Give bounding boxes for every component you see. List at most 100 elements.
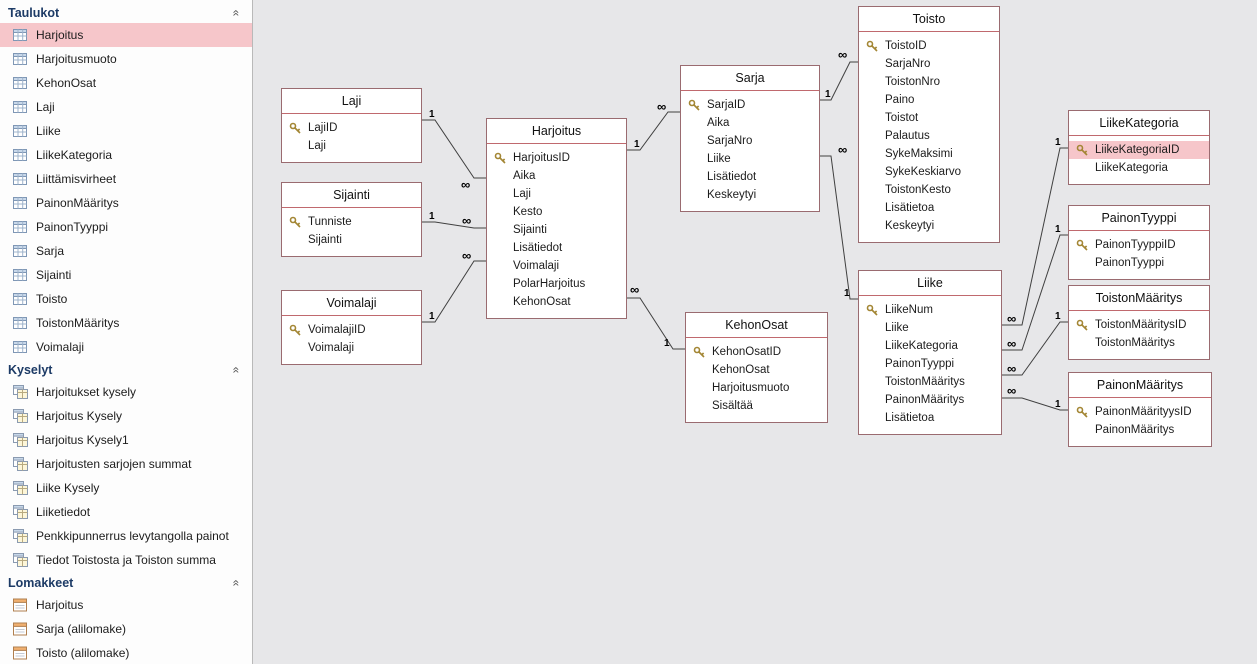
nav-item-toistonmaaritys[interactable]: ToistonMääritys [0, 311, 252, 335]
nav-item-harjoitusmuoto[interactable]: Harjoitusmuoto [0, 47, 252, 71]
nav-item-harjoitus-kysely[interactable]: Harjoitus Kysely [0, 404, 252, 428]
field-liikekategoria-liikekategoriaid[interactable]: LiikeKategoriaID [1069, 141, 1209, 159]
field-toistonmaaritys-toistonmaaritysid[interactable]: ToistonMääritysID [1069, 316, 1209, 334]
entity-title[interactable]: Harjoitus [487, 119, 626, 144]
field-toisto-toistonnro[interactable]: ToistonNro [859, 73, 999, 91]
relationship-line-sarja-toisto[interactable] [820, 61, 858, 101]
field-painonmaaritys-painonmaarityysid[interactable]: PainonMäärityysID [1069, 403, 1211, 421]
field-sarja-sarjaid[interactable]: SarjaID [681, 96, 819, 114]
field-painonmaaritys-painonmaaritys[interactable]: PainonMääritys [1069, 421, 1211, 439]
entity-title[interactable]: Liike [859, 271, 1001, 296]
field-toisto-paino[interactable]: Paino [859, 91, 999, 109]
field-harjoitus-lisatiedot[interactable]: Lisätiedot [487, 239, 626, 257]
entity-title[interactable]: LiikeKategoria [1069, 111, 1209, 136]
relationship-line-liike-liikekategoria[interactable] [1002, 147, 1068, 326]
section-header-kyselyt[interactable]: Kyselyt« [0, 359, 252, 380]
nav-item-sarja-alilomake[interactable]: Sarja (alilomake) [0, 617, 252, 641]
nav-item-laji[interactable]: Laji [0, 95, 252, 119]
nav-item-harjoitus[interactable]: Harjoitus [0, 593, 252, 617]
field-sarja-keskeytyi[interactable]: Keskeytyi [681, 186, 819, 204]
field-kehonosat-sisaltaa[interactable]: Sisältää [686, 397, 827, 415]
field-sijainti-sijainti[interactable]: Sijainti [282, 231, 421, 249]
field-toistonmaaritys-toistonmaaritys[interactable]: ToistonMääritys [1069, 334, 1209, 352]
field-harjoitus-voimalaji[interactable]: Voimalaji [487, 257, 626, 275]
field-harjoitus-harjoitusid[interactable]: HarjoitusID [487, 149, 626, 167]
field-toisto-palautus[interactable]: Palautus [859, 127, 999, 145]
field-toisto-sykekeskiarvo[interactable]: SykeKeskiarvo [859, 163, 999, 181]
relationship-line-liike-painontyyppi[interactable] [1002, 234, 1068, 351]
field-liike-painontyyppi[interactable]: PainonTyyppi [859, 355, 1001, 373]
entity-title[interactable]: Toisto [859, 7, 999, 32]
field-sarja-lisatiedot[interactable]: Lisätiedot [681, 168, 819, 186]
field-toisto-sykemaksimi[interactable]: SykeMaksimi [859, 145, 999, 163]
field-laji-lajiid[interactable]: LajiID [282, 119, 421, 137]
field-laji-laji[interactable]: Laji [282, 137, 421, 155]
entity-title[interactable]: Voimalaji [282, 291, 421, 316]
collapse-section-icon[interactable]: « [229, 9, 244, 17]
nav-item-sarja[interactable]: Sarja [0, 239, 252, 263]
relationship-line-liike-toistonmaaritys[interactable] [1002, 321, 1068, 376]
field-toisto-keskeytyi[interactable]: Keskeytyi [859, 217, 999, 235]
field-harjoitus-kesto[interactable]: Kesto [487, 203, 626, 221]
relationship-line-voimalaji-harjoitus[interactable] [422, 260, 486, 323]
collapse-section-icon[interactable]: « [229, 366, 244, 374]
entity-title[interactable]: PainonTyyppi [1069, 206, 1209, 231]
relationship-line-harjoitus-sarja[interactable] [627, 111, 680, 151]
relationship-line-liike-painonmaaritys[interactable] [1002, 397, 1068, 411]
field-harjoitus-polarharjoitus[interactable]: PolarHarjoitus [487, 275, 626, 293]
field-harjoitus-kehonosat[interactable]: KehonOsat [487, 293, 626, 311]
nav-item-voimalaji[interactable]: Voimalaji [0, 335, 252, 359]
entity-title[interactable]: KehonOsat [686, 313, 827, 338]
relationship-line-liike-sarja[interactable] [820, 155, 858, 300]
nav-item-penkkipunnerrus-levytangolla-painot[interactable]: Penkkipunnerrus levytangolla painot [0, 524, 252, 548]
field-sijainti-tunniste[interactable]: Tunniste [282, 213, 421, 231]
field-kehonosat-kehonosatid[interactable]: KehonOsatID [686, 343, 827, 361]
nav-item-liikekategoria[interactable]: LiikeKategoria [0, 143, 252, 167]
nav-item-harjoitus-kysely1[interactable]: Harjoitus Kysely1 [0, 428, 252, 452]
nav-item-toisto[interactable]: Toisto [0, 287, 252, 311]
field-liike-liikenum[interactable]: LiikeNum [859, 301, 1001, 319]
field-harjoitus-aika[interactable]: Aika [487, 167, 626, 185]
relationship-line-laji-harjoitus[interactable] [422, 119, 486, 179]
field-liike-painonmaaritys[interactable]: PainonMääritys [859, 391, 1001, 409]
nav-item-kehonosat[interactable]: KehonOsat [0, 71, 252, 95]
nav-item-harjoitukset-kysely[interactable]: Harjoitukset kysely [0, 380, 252, 404]
field-liike-toistonmaaritys[interactable]: ToistonMääritys [859, 373, 1001, 391]
field-painontyyppi-painontyyppi[interactable]: PainonTyyppi [1069, 254, 1209, 272]
nav-item-liiketiedot[interactable]: Liiketiedot [0, 500, 252, 524]
field-liike-lisatietoa[interactable]: Lisätietoa [859, 409, 1001, 427]
nav-item-harjoitusten-sarjojen-summat[interactable]: Harjoitusten sarjojen summat [0, 452, 252, 476]
entity-title[interactable]: Laji [282, 89, 421, 114]
collapse-section-icon[interactable]: « [229, 579, 244, 587]
field-toisto-lisatietoa[interactable]: Lisätietoa [859, 199, 999, 217]
nav-item-liike-kysely[interactable]: Liike Kysely [0, 476, 252, 500]
nav-item-liittamisvirheet[interactable]: Liittämisvirheet [0, 167, 252, 191]
nav-item-sijainti[interactable]: Sijainti [0, 263, 252, 287]
nav-item-painonmaaritys[interactable]: PainonMääritys [0, 191, 252, 215]
entity-title[interactable]: PainonMääritys [1069, 373, 1211, 398]
entity-title[interactable]: Sijainti [282, 183, 421, 208]
field-harjoitus-laji[interactable]: Laji [487, 185, 626, 203]
field-voimalaji-voimalaji[interactable]: Voimalaji [282, 339, 421, 357]
field-toisto-toistot[interactable]: Toistot [859, 109, 999, 127]
field-liike-liike[interactable]: Liike [859, 319, 1001, 337]
entity-title[interactable]: Sarja [681, 66, 819, 91]
field-harjoitus-sijainti[interactable]: Sijainti [487, 221, 626, 239]
field-toisto-sarjanro[interactable]: SarjaNro [859, 55, 999, 73]
field-voimalaji-voimalajiid[interactable]: VoimalajiID [282, 321, 421, 339]
nav-item-painontyyppi[interactable]: PainonTyyppi [0, 215, 252, 239]
section-header-taulukot[interactable]: Taulukot« [0, 2, 252, 23]
field-liike-liikekategoria[interactable]: LiikeKategoria [859, 337, 1001, 355]
field-kehonosat-kehonosat[interactable]: KehonOsat [686, 361, 827, 379]
relationship-line-harjoitus-kehonosat[interactable] [627, 297, 685, 350]
field-sarja-sarjanro[interactable]: SarjaNro [681, 132, 819, 150]
